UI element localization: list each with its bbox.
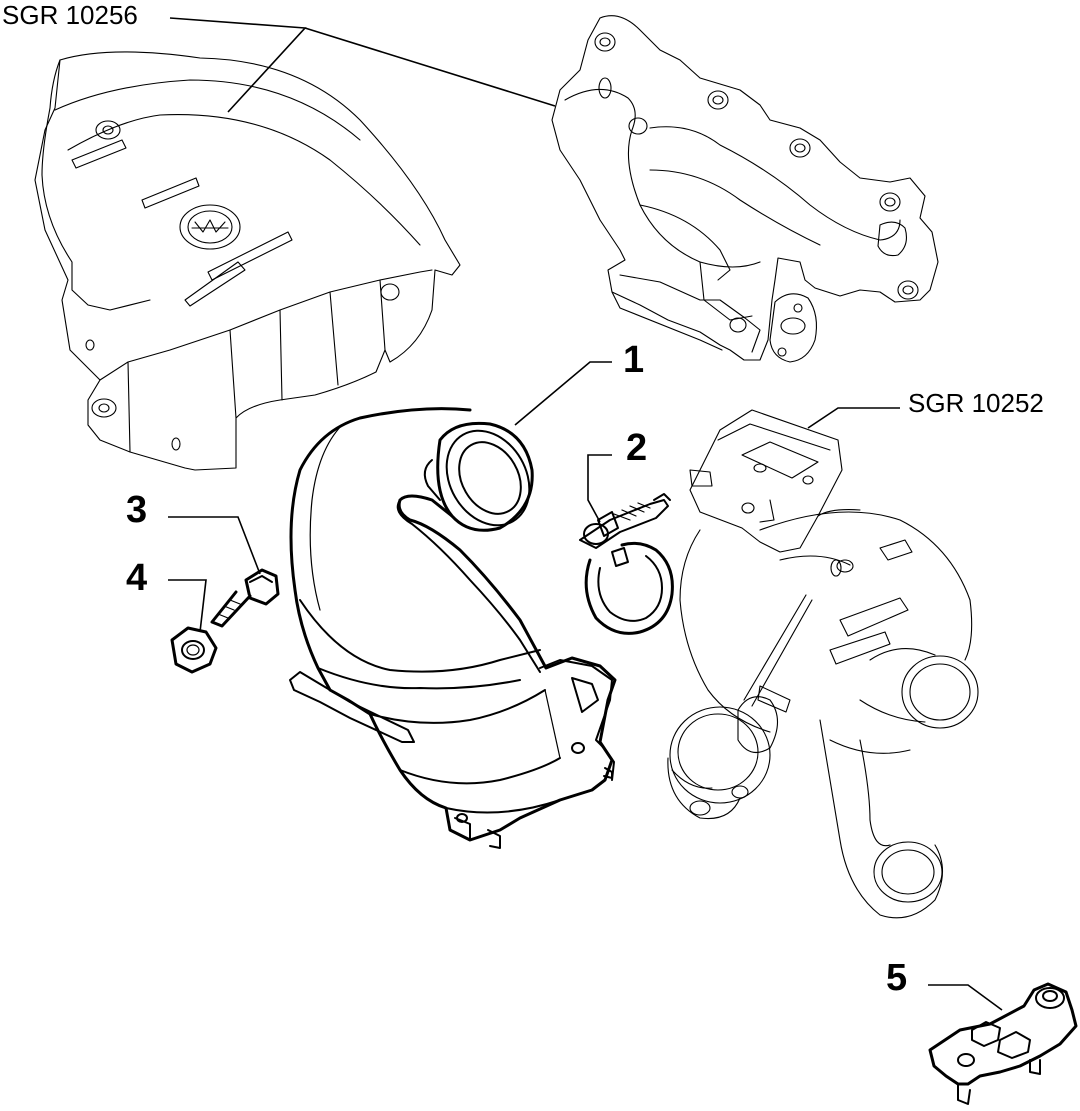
callout-1: 1 bbox=[623, 339, 644, 381]
part-5-bracket[interactable] bbox=[928, 982, 1078, 1105]
turbo-reference-leader bbox=[807, 407, 900, 429]
part-2-clamp[interactable] bbox=[579, 493, 674, 635]
part-3-bolt[interactable] bbox=[210, 568, 280, 628]
part-4-nut[interactable] bbox=[170, 626, 218, 674]
exhaust-manifold bbox=[551, 15, 939, 363]
manifold-heat-shield bbox=[34, 51, 461, 471]
callout-4: 4 bbox=[126, 557, 147, 599]
callout-3: 3 bbox=[126, 489, 147, 531]
manifold-reference-label: SGR 10256 bbox=[2, 0, 138, 30]
turbocharger bbox=[667, 409, 979, 919]
manifold-reference-leader bbox=[169, 17, 556, 113]
callout-2: 2 bbox=[626, 427, 647, 469]
turbo-reference-label: SGR 10252 bbox=[908, 388, 1044, 418]
callout-leaders bbox=[168, 361, 1003, 1011]
callout-5: 5 bbox=[886, 957, 907, 999]
part-1-catalytic-converter[interactable] bbox=[289, 407, 617, 849]
